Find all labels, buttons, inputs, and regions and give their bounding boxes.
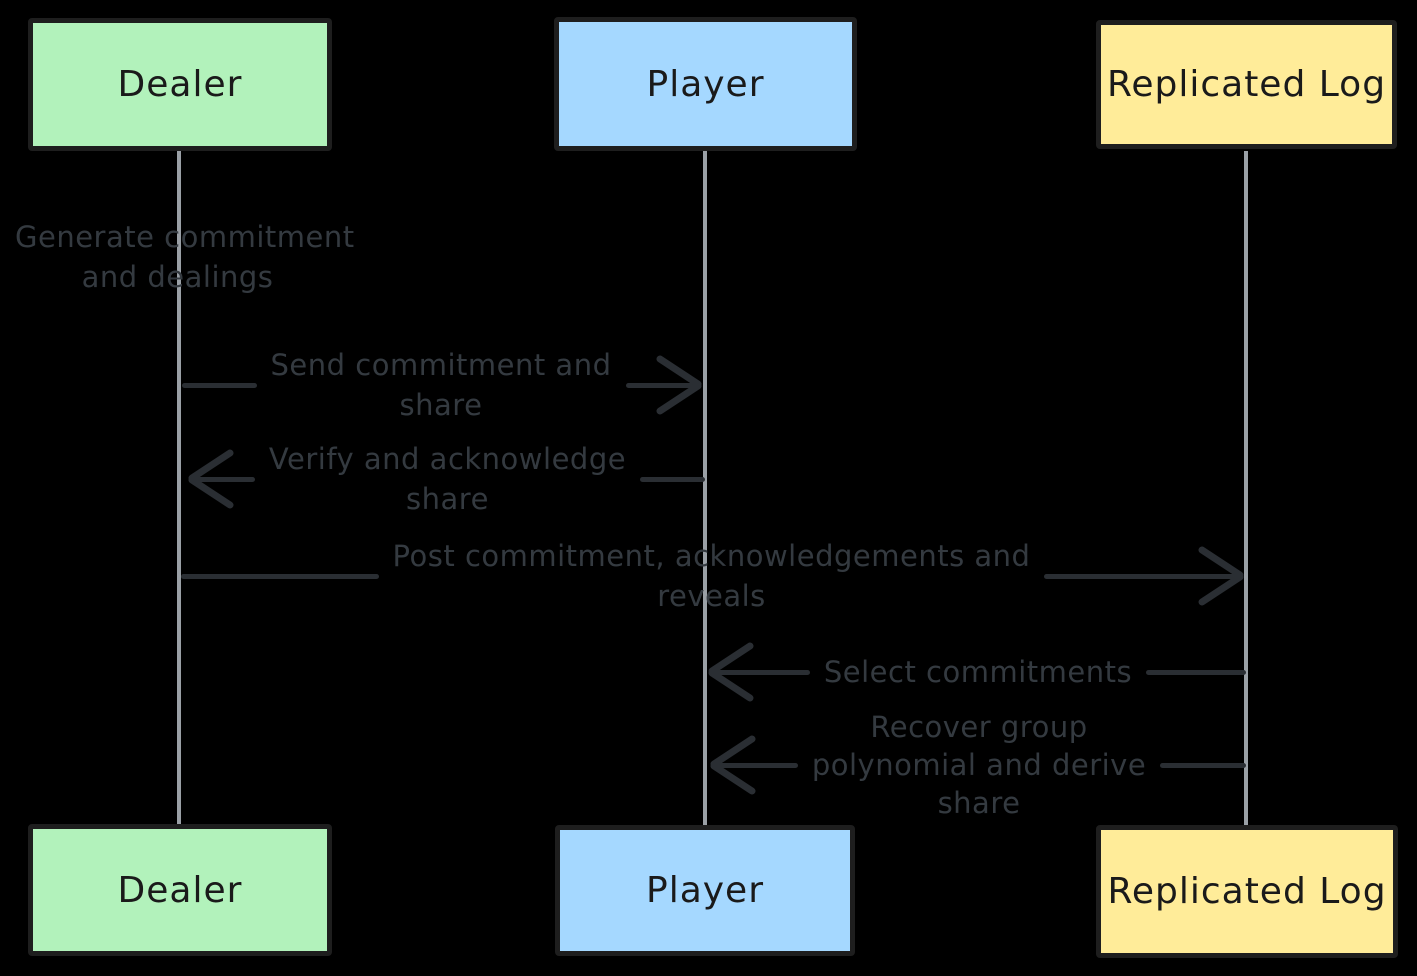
message-line-right xyxy=(640,476,705,482)
message-send-commitment-label: Send commitment and share xyxy=(270,348,612,422)
actor-dealer-bottom: Dealer xyxy=(28,824,332,956)
message-line-right xyxy=(625,382,700,388)
actor-replicated-log-bottom-label: Replicated Log xyxy=(1107,871,1387,912)
actor-player-bottom: Player xyxy=(555,825,855,956)
message-line-right xyxy=(1044,573,1243,579)
actor-dealer-top-label: Dealer xyxy=(117,64,243,105)
lifeline-replicated-log xyxy=(1244,151,1248,825)
message-line-left xyxy=(712,762,798,768)
note-line: and dealings xyxy=(81,260,274,294)
message-line-left xyxy=(182,382,257,388)
message-line-left xyxy=(190,476,255,482)
message-post-commitment-label: Post commitment, acknowledgements and re… xyxy=(392,539,1031,613)
actor-dealer-top: Dealer xyxy=(28,18,332,151)
actor-replicated-log-top-label: Replicated Log xyxy=(1106,64,1387,105)
actor-player-top-label: Player xyxy=(646,63,765,105)
note-line: Generate commitment xyxy=(15,220,355,254)
lifeline-player xyxy=(703,151,707,825)
message-verify-acknowledge-label: Verify and acknowledge share xyxy=(268,442,627,516)
message-verify-acknowledge: Verify and acknowledge share xyxy=(190,439,705,519)
message-post-commitment: Post commitment, acknowledgements and re… xyxy=(181,536,1243,616)
actor-replicated-log-top: Replicated Log xyxy=(1096,20,1397,149)
actor-player-bottom-label: Player xyxy=(645,870,765,911)
message-select-commitments-label: Select commitments xyxy=(823,655,1133,689)
message-select-commitments: Select commitments xyxy=(710,652,1246,692)
message-recover-group-label: Recover group polynomial and derive shar… xyxy=(811,710,1147,820)
message-line-left xyxy=(181,573,379,579)
actor-dealer-bottom-label: Dealer xyxy=(117,869,243,911)
message-line-left xyxy=(710,669,810,675)
actor-player-top: Player xyxy=(554,17,857,151)
message-recover-group: Recover group polynomial and derive shar… xyxy=(712,708,1247,822)
message-send-commitment: Send commitment and share xyxy=(182,345,700,425)
message-line-right xyxy=(1146,669,1246,675)
message-line-right xyxy=(1160,762,1247,768)
actor-replicated-log-bottom: Replicated Log xyxy=(1096,825,1398,958)
lifeline-dealer xyxy=(177,151,181,825)
note-generate-commitment: Generate commitment and dealings xyxy=(15,217,355,297)
